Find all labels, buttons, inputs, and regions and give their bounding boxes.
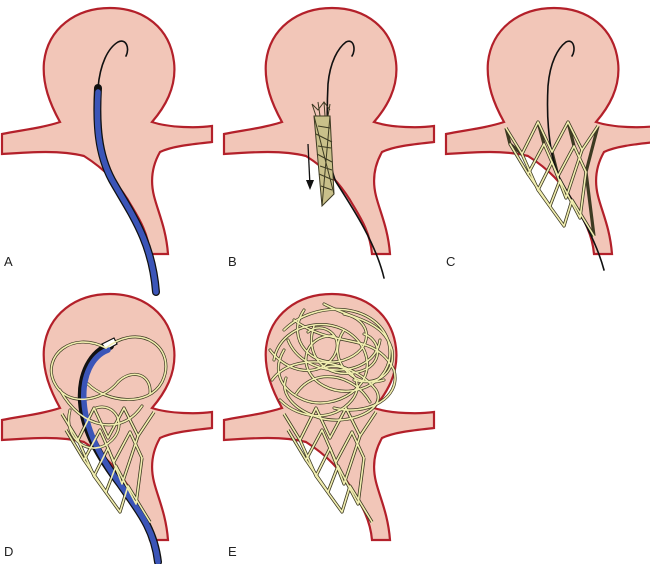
panel-label-b: B	[228, 254, 237, 269]
retract-arrowhead-b	[306, 180, 314, 190]
retract-arrow-b	[307, 143, 311, 187]
panel-label-c: C	[446, 254, 456, 269]
panel-label-d: D	[4, 544, 14, 559]
panel-label-a: A	[4, 254, 13, 269]
catheter-d-inner	[81, 347, 161, 564]
guidewire-a	[97, 40, 129, 89]
guidewire-b	[326, 40, 385, 279]
panel-b	[222, 6, 436, 279]
panel-label-e: E	[228, 544, 237, 559]
stent-compressed-b	[311, 101, 335, 208]
catheter-a-inner	[94, 89, 159, 295]
